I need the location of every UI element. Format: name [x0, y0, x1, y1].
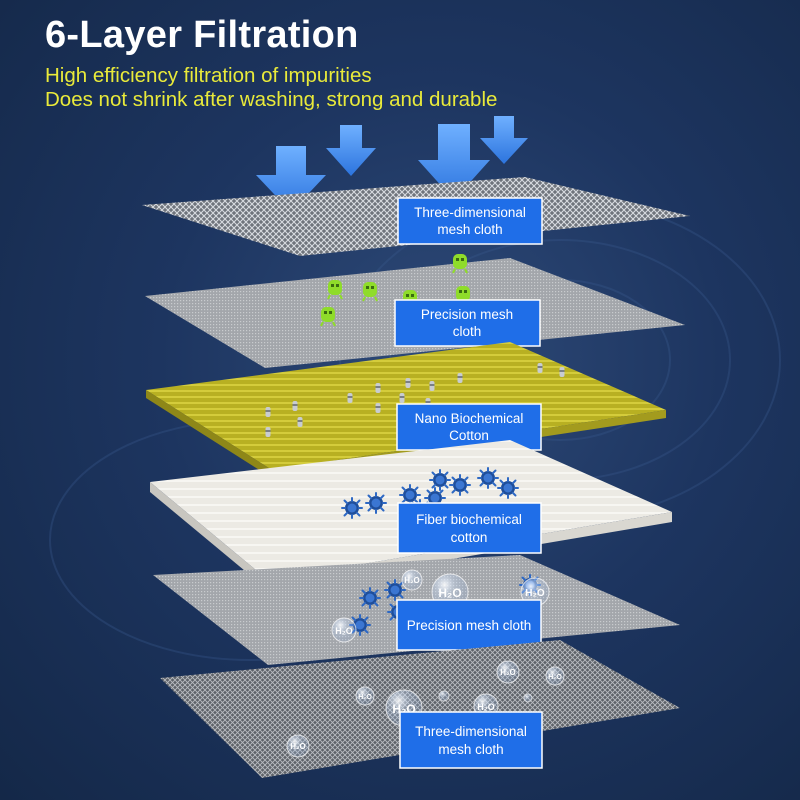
svg-text:H₂O: H₂O: [335, 626, 353, 636]
particle-icon: [297, 417, 303, 427]
layer-label-line2: mesh cloth: [438, 742, 503, 757]
particle-icon: [457, 373, 463, 383]
water-bubble-icon: H₂O: [545, 666, 565, 686]
svg-text:H₂O: H₂O: [525, 588, 545, 599]
layer-label-line1: Three-dimensional: [414, 205, 526, 220]
particle-icon: [429, 381, 435, 391]
svg-text:H₂O: H₂O: [290, 742, 306, 751]
layer-1-three-dimensional-mesh: Three-dimensional mesh cloth: [142, 177, 690, 256]
particle-icon: [292, 401, 298, 411]
layer-label-line1: Fiber biochemical: [416, 512, 522, 527]
virus-icon: [341, 497, 363, 519]
layer-label-line1: Precision mesh: [421, 307, 513, 322]
particle-icon: [559, 367, 565, 377]
water-bubble-icon: H₂O: [355, 686, 375, 706]
layer-label-box: [396, 403, 542, 451]
layer-label-box: [397, 502, 542, 554]
virus-icon: [449, 474, 471, 496]
svg-text:H₂O: H₂O: [404, 576, 420, 585]
particle-icon: [375, 403, 381, 413]
virus-icon: [359, 587, 381, 609]
layer-5-precision-mesh-cloth: H₂O H₂O H₂O H₂O Precision mesh cloth: [153, 555, 680, 665]
layer-label-line1: Precision mesh cloth: [407, 618, 532, 633]
virus-icon: [399, 484, 421, 506]
virus-icon: [365, 492, 387, 514]
svg-text:H₂O: H₂O: [500, 668, 516, 677]
layer-4-fiber-biochemical-cotton: Fiber biochemical cotton: [150, 440, 672, 590]
arrow-down-icon: [326, 125, 376, 176]
layer-label-line2: cotton: [451, 530, 488, 545]
arrow-down-icon: [256, 146, 326, 212]
virus-icon: [497, 477, 519, 499]
particle-icon: [405, 378, 411, 388]
water-bubble-icon: H₂O: [331, 617, 357, 643]
layer-label-box: [399, 711, 543, 769]
subtitle-line-1: High efficiency filtration of impurities: [45, 64, 372, 87]
particle-icon: [265, 427, 271, 437]
layer-6-three-dimensional-mesh: H₂O H₂O H₂O H₂O H₂O H₂O Three-dimensiona…: [160, 640, 680, 778]
page-title: 6-Layer Filtration: [45, 14, 359, 56]
svg-text:H₂O: H₂O: [438, 586, 461, 600]
virus-icon: [477, 467, 499, 489]
virus-icon: [429, 469, 451, 491]
subtitle-line-2: Does not shrink after washing, strong an…: [45, 88, 498, 111]
arrow-down-icon: [418, 124, 490, 200]
layer-label-box: [397, 197, 543, 245]
layer-label-line2: Cotton: [449, 428, 489, 443]
svg-text:H₂O: H₂O: [548, 674, 562, 681]
particle-icon: [347, 393, 353, 403]
water-bubble-icon: H₂O: [286, 734, 310, 758]
layer-label-line1: Three-dimensional: [415, 724, 527, 739]
particle-icon: [537, 363, 543, 373]
particle-icon: [399, 393, 405, 403]
layer-label-line2: mesh cloth: [437, 222, 502, 237]
layer-2-precision-mesh: Precision mesh cloth: [145, 253, 685, 368]
water-bubble-icon: H₂O: [496, 660, 520, 684]
particle-icon: [375, 383, 381, 393]
particle-icon: [265, 407, 271, 417]
arrow-down-icon: [480, 116, 528, 164]
layer-label-line2: cloth: [453, 324, 482, 339]
layer-label-box: [394, 299, 541, 347]
layer-label-line1: Nano Biochemical: [415, 411, 524, 426]
layer-label-box: [396, 599, 542, 651]
water-bubble-icon: H₂O: [401, 569, 423, 591]
svg-text:H₂O: H₂O: [358, 694, 372, 701]
airflow-arrows: [256, 116, 528, 212]
svg-text:H₂O: H₂O: [477, 702, 495, 712]
